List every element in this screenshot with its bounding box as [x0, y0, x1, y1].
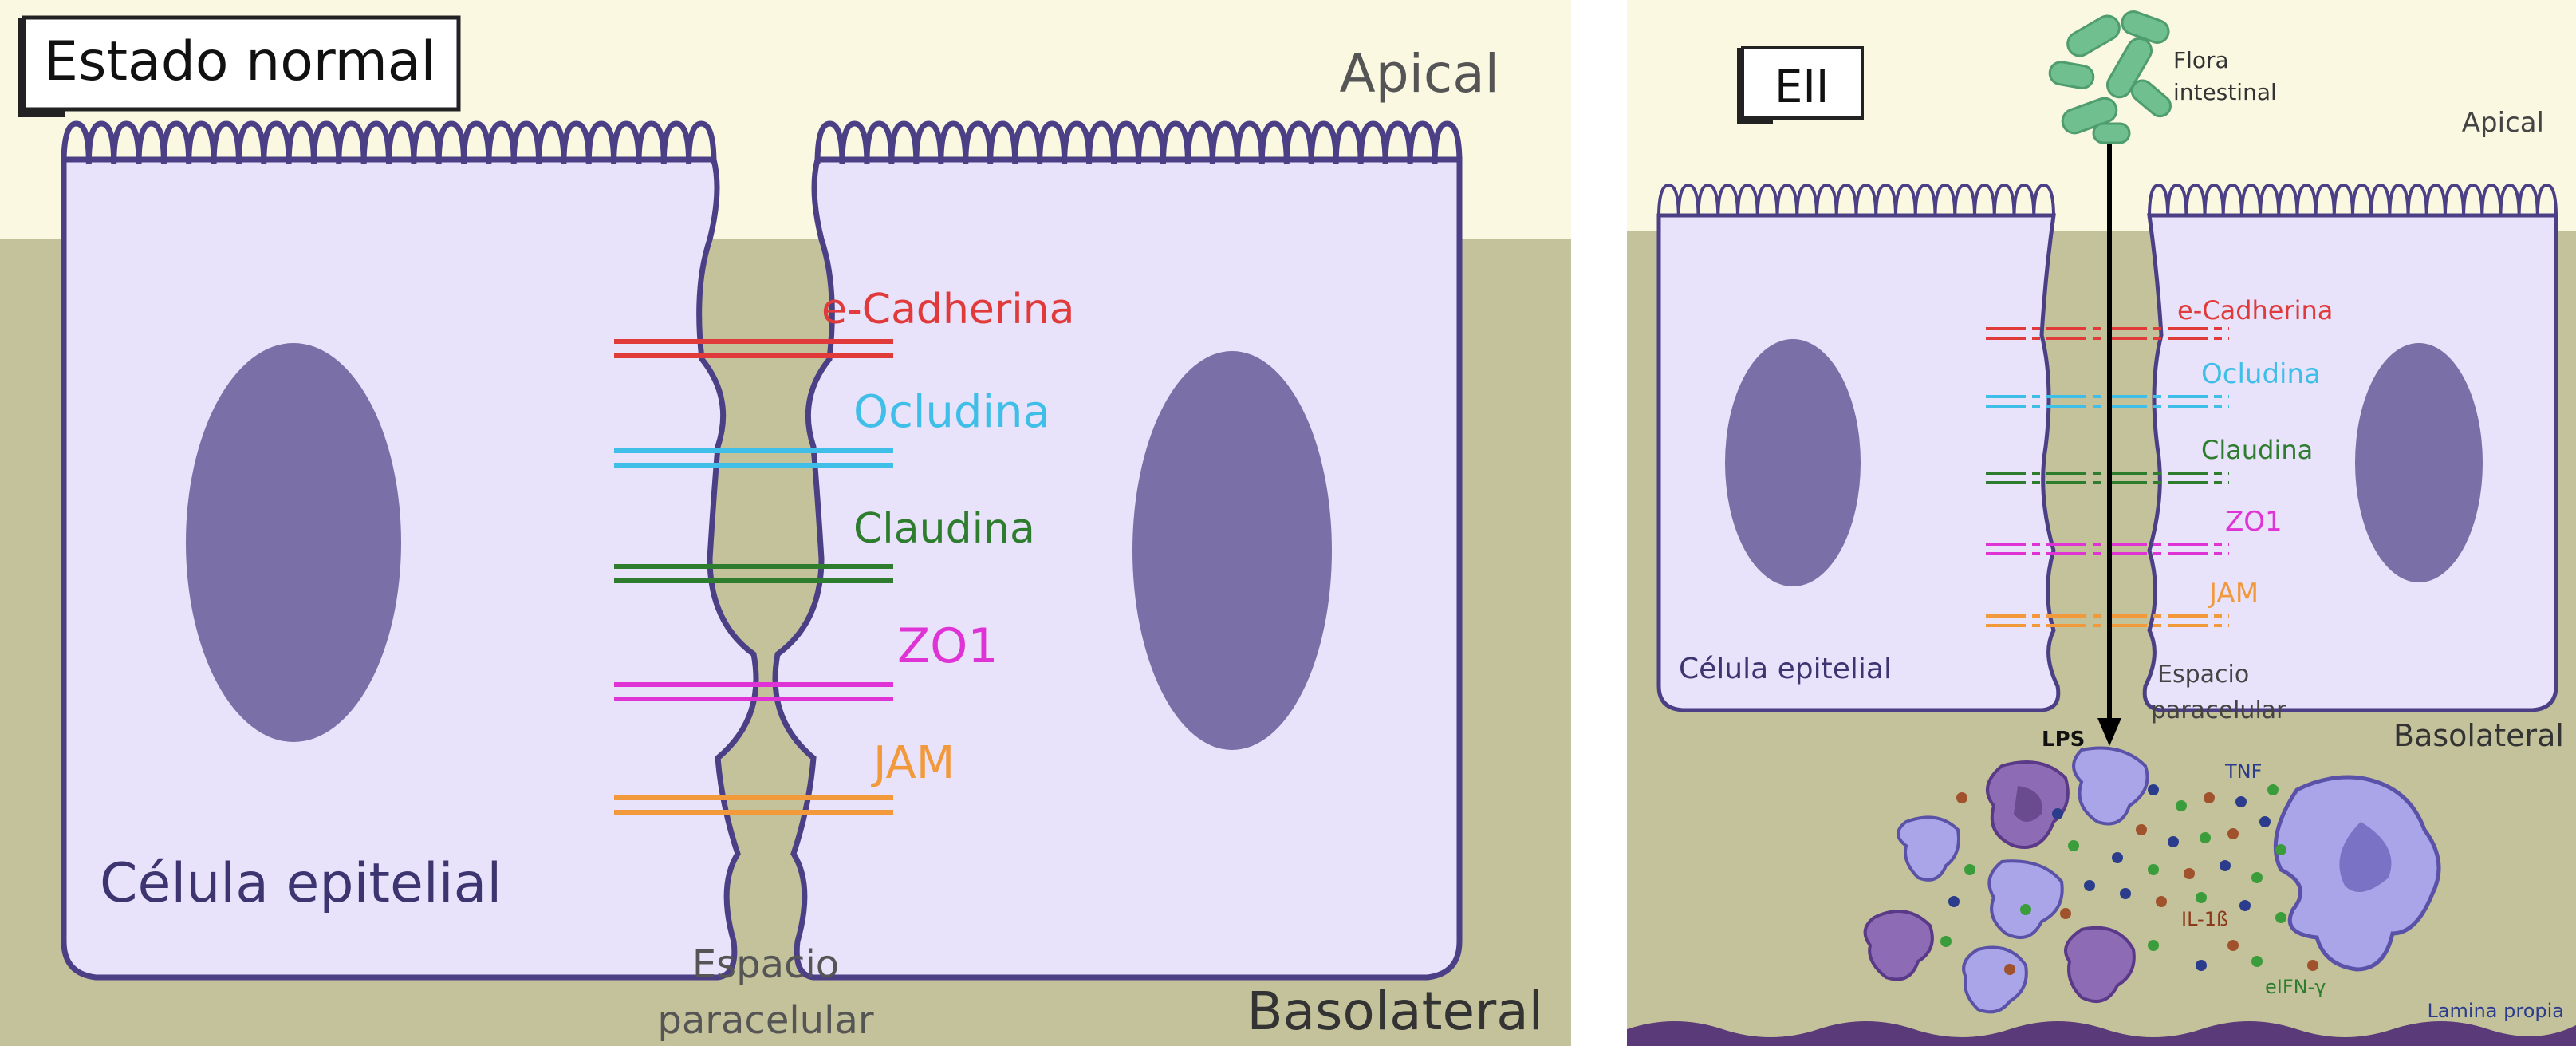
left-space-label-2: paracelular [657, 998, 873, 1043]
left-protein-label-ecadherina: e-Cadherina [821, 286, 1075, 334]
left-microvilli-2 [814, 120, 1463, 164]
cytokine-dot [2020, 904, 2031, 915]
cytokine-dot [1964, 864, 1975, 875]
right-protein-label-jam: JAM [2208, 578, 2259, 610]
panel-divider [1571, 0, 1627, 1046]
right-cell-right [2142, 213, 2558, 712]
cytokine-dot [2068, 840, 2079, 851]
right-apical-label: Apical [2462, 107, 2544, 139]
right-cell-label: Célula epitelial [1679, 653, 1892, 685]
cytokine-dot [2275, 912, 2286, 923]
left-cell-label: Célula epitelial [100, 852, 502, 915]
tnf-label: TNF [2224, 760, 2262, 783]
cytokine-dot [2168, 836, 2179, 847]
cytokine-dot [2176, 800, 2187, 811]
immune-cell-lavender-3 [1987, 859, 2064, 939]
cytokine-dot [2184, 868, 2195, 879]
flora-label-2: intestinal [2173, 79, 2277, 105]
right-basolateral-label: Basolateral [2393, 718, 2564, 753]
cytokine-dot [2148, 784, 2159, 795]
left-panel: Estado normal Apical Basolateral Célula … [0, 0, 1571, 1046]
cytokine-dot [2204, 792, 2215, 803]
cytokine-dot [2307, 960, 2318, 971]
right-protein-label-ecadherina: e-Cadherina [2177, 295, 2333, 326]
right-microvilli-2 [2148, 183, 2558, 218]
cytokine-dot [2004, 964, 2015, 975]
cytokine-dot [2267, 784, 2279, 795]
cytokine-dot [2259, 816, 2271, 827]
cytokine-dot [1940, 936, 1952, 947]
left-apical-label: Apical [1340, 43, 1499, 105]
right-nucleus-2 [2355, 343, 2483, 582]
right-panel: EII Flora intestinal Apical Basolateral … [1627, 0, 2576, 1046]
ifn-label: eIFN-γ [2265, 976, 2326, 998]
immune-cell-lavender-4 [1962, 945, 2028, 1014]
cytokine-dot [2084, 880, 2095, 891]
lps-arrow-head [2097, 718, 2121, 746]
right-protein-label-ocludina: Ocludina [2201, 358, 2321, 390]
cytokine-dot [1948, 896, 1960, 907]
cytokine-dot [2196, 960, 2207, 971]
left-title-box [22, 15, 461, 112]
cytokine-dot [2239, 900, 2251, 911]
cytokine-dot [2227, 828, 2239, 839]
cytokine-dot [2052, 808, 2063, 819]
cytokine-dot [2220, 860, 2231, 871]
left-protein-label-claudina: Claudina [853, 505, 1035, 553]
cytokine-dot [2227, 940, 2239, 951]
left-microvilli-1 [61, 120, 717, 164]
immune-cell-lavender-1 [2072, 746, 2149, 826]
cytokine-dot [2112, 852, 2123, 863]
lps-label: LPS [2042, 728, 2085, 752]
right-protein-label-zo1: ZO1 [2225, 506, 2283, 538]
cytokine-dot [2156, 896, 2167, 907]
flora-bacteria-icon [2048, 10, 2172, 144]
left-space-label-1: Espacio [692, 942, 839, 987]
immune-cell-purple-2 [1863, 910, 1934, 981]
cytokine-dot [2120, 888, 2131, 899]
right-space-label-1: Espacio [2157, 661, 2249, 689]
left-protein-label-jam: JAM [871, 737, 955, 789]
left-junctions [614, 339, 893, 815]
cytokine-dot [1956, 792, 1967, 803]
cytokine-dots [1940, 784, 2318, 975]
left-basolateral-label: Basolateral [1247, 981, 1543, 1042]
left-nucleus-1 [186, 343, 401, 742]
right-title: EII [1774, 61, 1829, 113]
cytokine-dot [2196, 892, 2207, 903]
left-cell-left [61, 156, 759, 981]
il1b-label: IL-1ß [2181, 908, 2228, 930]
lamina-propia-label: Lamina propia [2427, 1000, 2564, 1022]
cytokine-dot [2060, 908, 2071, 919]
cytokine-dot [2148, 864, 2159, 875]
immune-cell-lavender-2 [1897, 815, 1960, 882]
cytokine-dot [2251, 872, 2263, 883]
left-title: Estado normal [44, 30, 435, 93]
cytokine-dot [2275, 844, 2286, 855]
cytokine-dot [2200, 832, 2211, 843]
immune-cell-purple-3 [2064, 926, 2136, 1003]
cytokine-dot [2235, 796, 2247, 807]
right-space-label-2: paracelular [2151, 697, 2286, 724]
left-cell-right [772, 156, 1463, 981]
cytokine-dot [2148, 940, 2159, 951]
flora-label-1: Flora [2173, 47, 2229, 73]
right-protein-label-claudina: Claudina [2201, 435, 2313, 465]
left-nucleus-2 [1132, 351, 1332, 750]
left-protein-label-zo1: ZO1 [897, 618, 998, 674]
left-protein-label-ocludina: Ocludina [853, 386, 1050, 438]
cytokine-dot [2136, 824, 2147, 835]
cytokine-dot [2251, 956, 2263, 967]
immune-cells [1863, 746, 2441, 1014]
right-microvilli-1 [1657, 183, 2055, 218]
right-nucleus-1 [1725, 339, 1861, 586]
lamina-propia-border [1627, 1021, 2576, 1046]
